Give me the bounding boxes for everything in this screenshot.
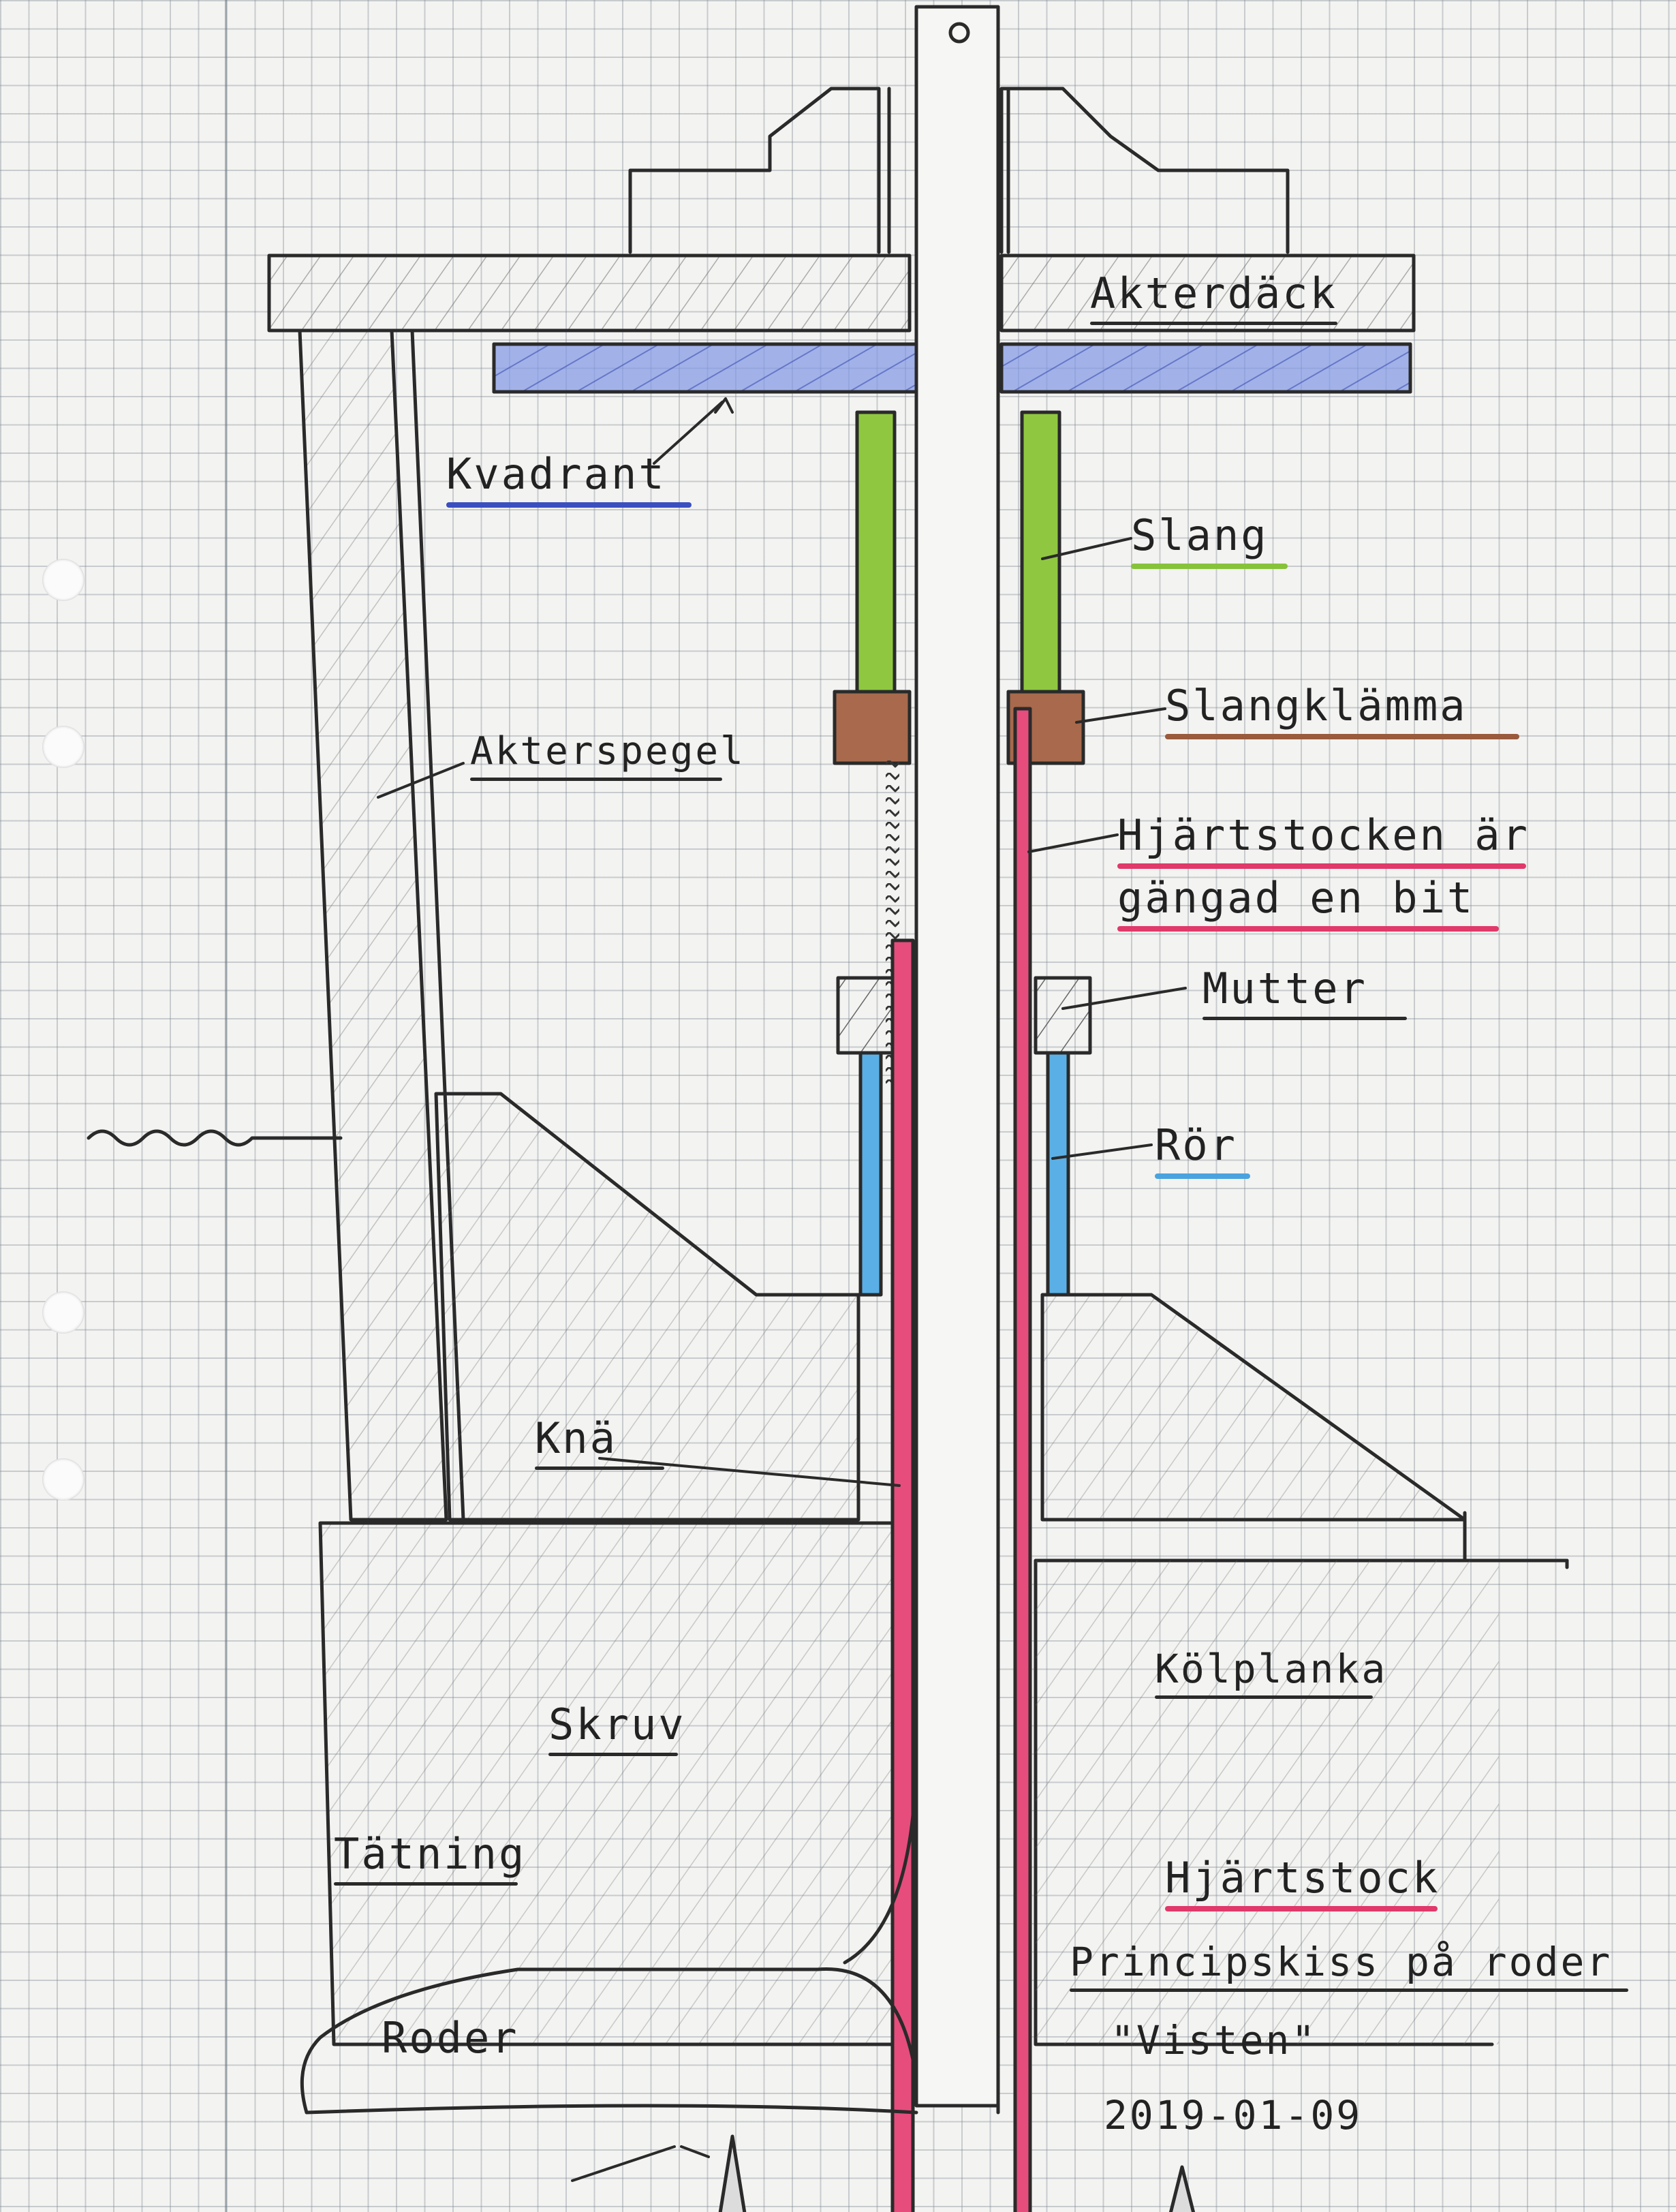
label-hjartstocken: Hjärtstocken är gängad en bit (1117, 814, 1530, 932)
label-kolplanka: Kölplanka (1155, 1649, 1387, 1699)
punch-hole (42, 559, 84, 601)
label-skruv: Skruv (548, 1704, 686, 1756)
screw-left (718, 2134, 747, 2212)
quadrant (492, 342, 1412, 394)
label-mutter: Mutter (1202, 968, 1407, 1020)
label-slang: Slang (1131, 514, 1288, 569)
label-akterdack: Akterdäck (1090, 273, 1337, 325)
label-kvadrant: Kvadrant (446, 453, 692, 508)
label-kna: Knä (535, 1417, 664, 1470)
label-akterspegel: Akterspegel (470, 733, 745, 781)
notebook-margin-line (225, 0, 227, 2212)
tube (858, 1051, 1070, 1297)
label-roder: Roder (382, 2013, 519, 2063)
sketch-date: 2019-01-09 (1104, 2092, 1363, 2138)
keel-plank (318, 1521, 1569, 2046)
label-slangklamma: Slangklämma (1165, 685, 1519, 739)
punch-hole (42, 1291, 84, 1334)
knee (434, 1092, 1569, 1563)
rudder-stock-shaft (914, 5, 1000, 2108)
aft-deck (267, 254, 1416, 333)
deck-fitting (628, 87, 1290, 254)
label-tatning: Tätning (334, 1833, 526, 1886)
label-ror: Rör (1155, 1124, 1250, 1179)
punch-hole (42, 1458, 84, 1501)
nut (836, 976, 1092, 1055)
punch-hole (42, 726, 84, 768)
label-hjartstock: Hjärtstock (1165, 1857, 1440, 1911)
leader-lines (377, 397, 1187, 2182)
sketch-title: Principskiss på roder (1070, 1942, 1628, 1992)
sketch-subtitle: "Visten" (1111, 2017, 1318, 2063)
screw-right (1168, 2165, 1196, 2212)
waterline (87, 1129, 343, 1147)
